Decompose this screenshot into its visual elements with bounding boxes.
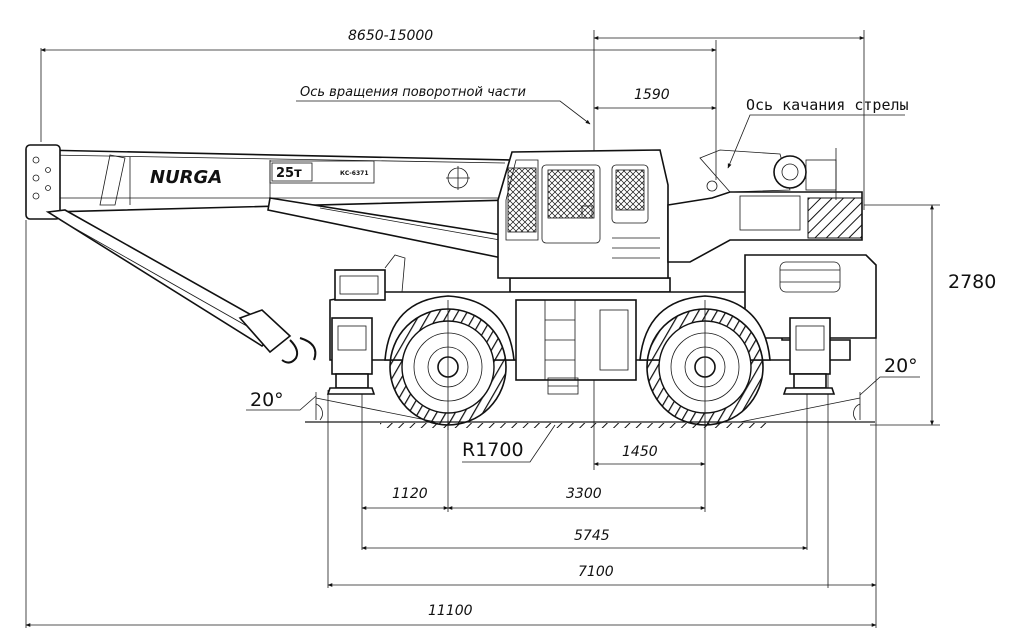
angle-front-text: 20°: [884, 355, 918, 377]
outriggers: [326, 317, 836, 395]
boom-length-text: 8650-15000: [348, 28, 433, 44]
overhang-text: 1120: [392, 486, 428, 502]
height-text: 2780: [948, 271, 996, 293]
pivot-offset-text: 1590: [634, 87, 670, 103]
angle-rear-text: 20°: [250, 389, 284, 411]
model-label: КС-6371: [340, 170, 369, 177]
wheelbase-text: 3300: [566, 486, 602, 502]
rear-axle-text: 1450: [622, 444, 658, 460]
upper-structure: [497, 148, 863, 293]
boom: NURGA 25т КС-6371: [25, 144, 546, 364]
brand-logo: NURGA: [150, 167, 222, 188]
annotation-labels: Ось вращения поворотной части Ось качани…: [300, 85, 909, 114]
outrigger-outer-text: 7100: [578, 564, 614, 580]
rotation-axis-label: Ось вращения поворотной части: [300, 85, 526, 100]
extension-lines: [25, 30, 940, 628]
dimension-lines: [25, 36, 934, 627]
dimension-texts: 8650-15000 1590 2780 20° 20° R1700 1450 …: [250, 28, 996, 619]
turning-radius-text: R1700: [462, 439, 524, 461]
boom-pivot-label: Ось качания стрелы: [746, 96, 909, 114]
rear-wheel: [646, 300, 764, 430]
leader-lines: [246, 100, 920, 463]
total-length-text: 11100: [428, 603, 473, 619]
front-wheel: [389, 300, 507, 430]
outrigger-inner-text: 5745: [574, 528, 610, 544]
tonnage-label: 25т: [276, 166, 302, 181]
ground: [305, 392, 875, 428]
